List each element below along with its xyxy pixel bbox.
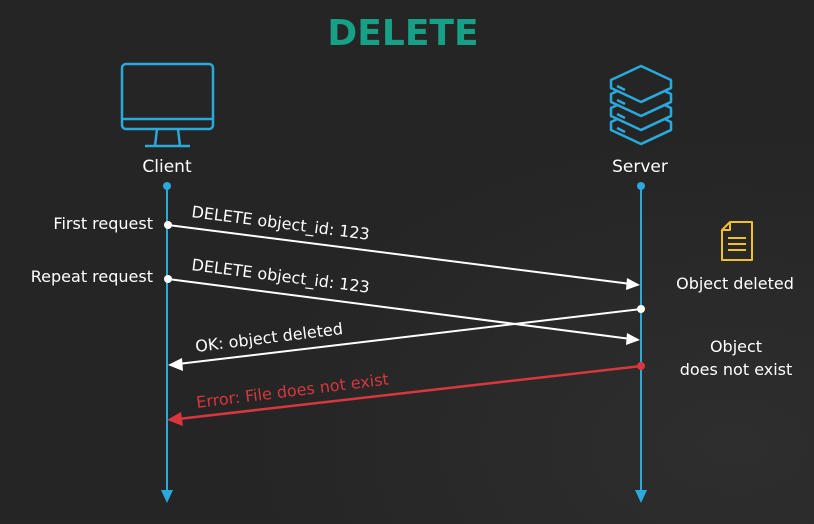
- monitor-icon: [120, 62, 215, 148]
- first-request-arrow: [164, 221, 640, 290]
- document-icon: [721, 221, 753, 261]
- client-label: Client: [142, 157, 192, 177]
- error-response-arrow: [167, 362, 645, 426]
- repeat-request-arrow: [164, 275, 640, 345]
- ok-response-arrow: [168, 305, 645, 371]
- object-not-exist-note-line2: does not exist: [680, 360, 793, 379]
- server-lifeline: [635, 182, 647, 503]
- server-label: Server: [612, 157, 668, 177]
- client-lifeline: [161, 182, 173, 503]
- first-request-label: First request: [53, 214, 153, 233]
- server-stack-icon: [609, 64, 673, 146]
- diagram-title: DELETE: [327, 13, 478, 54]
- object-not-exist-note-line1: Object: [710, 337, 762, 356]
- repeat-request-label: Repeat request: [31, 267, 153, 286]
- object-deleted-note: Object deleted: [676, 274, 794, 293]
